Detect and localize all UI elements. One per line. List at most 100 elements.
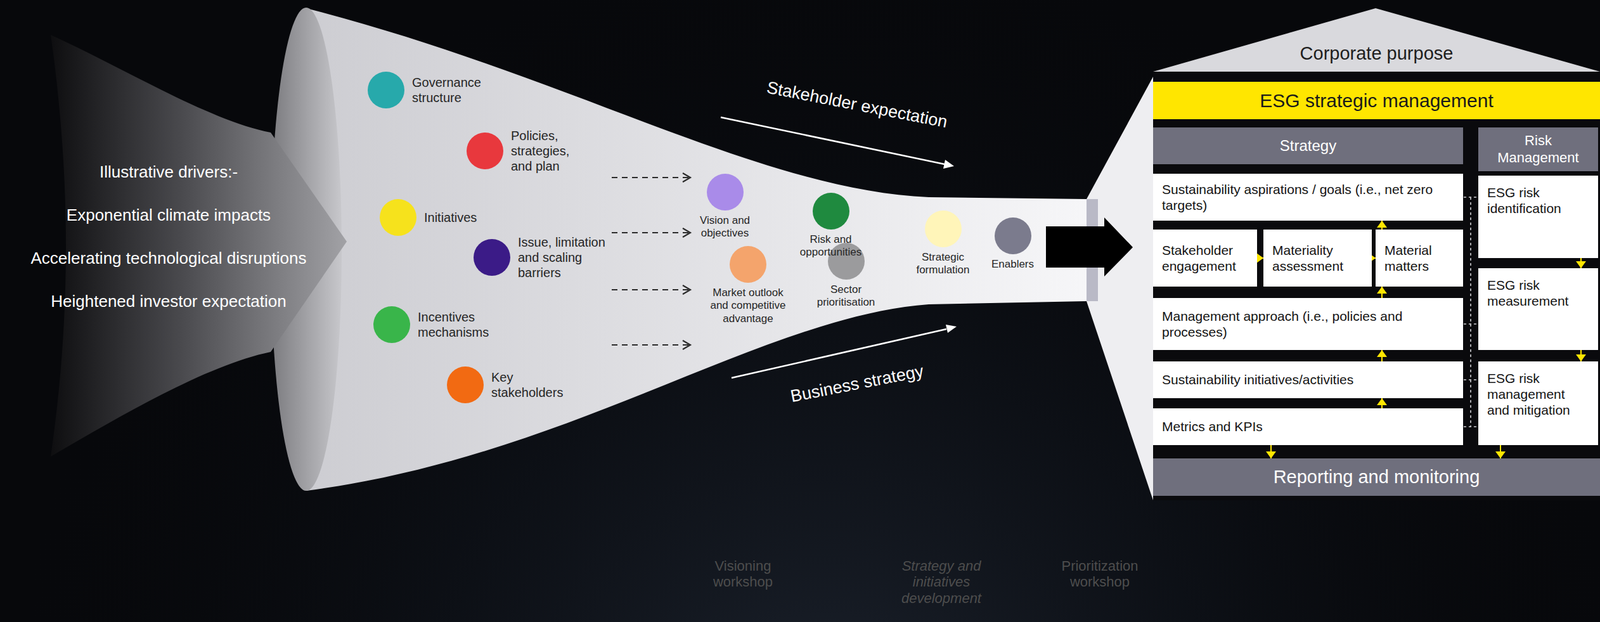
- topic-circle: [446, 366, 484, 404]
- funnel-flare: [1086, 76, 1154, 501]
- label-text: Visioning workshop: [695, 557, 791, 591]
- label-text: Risk Management: [1487, 132, 1590, 167]
- text-group: Policies, strategies, and plan: [510, 128, 582, 174]
- label-text: Stakeholder expectation: [749, 74, 965, 136]
- topic-node: Policies, strategies, and plan: [466, 128, 582, 174]
- label-text: Risk and opportunities: [794, 233, 868, 260]
- label-box: Visioning workshop: [695, 557, 791, 591]
- risk-box: ESG risk identification: [1478, 175, 1599, 259]
- risk-box: ESG risk management and mitigation: [1478, 361, 1599, 446]
- column-header: Risk Management: [1478, 127, 1599, 172]
- label-text: Reporting and monitoring: [1273, 465, 1481, 489]
- text-group: Strategic formulation: [909, 251, 977, 278]
- label-text: Sustainability initiatives/activities: [1161, 371, 1354, 388]
- label-text: Incentives mechanisms: [417, 309, 499, 340]
- flow-arrow: [1265, 445, 1277, 459]
- topic-node: Incentives mechanisms: [373, 306, 499, 343]
- text-group: Initiatives: [424, 209, 513, 226]
- label-box: Business strategy: [749, 353, 965, 414]
- topic-circle: [924, 210, 962, 248]
- arrow-head: [1376, 220, 1388, 228]
- chevron-head: [682, 173, 691, 182]
- flow-arrow: [1376, 349, 1388, 362]
- dashed-line: [611, 176, 689, 179]
- topic-circle: [812, 192, 850, 230]
- process-box: Metrics and KPIs: [1153, 408, 1464, 446]
- text-group: Sector prioritisation: [809, 283, 883, 310]
- topic-circle: [367, 71, 405, 109]
- footer-band: Reporting and monitoring: [1153, 458, 1600, 496]
- dashed-arrows: [611, 173, 691, 350]
- arrow-head: [1575, 354, 1587, 362]
- label-box: Heightened investor expectation: [3, 292, 334, 312]
- arrow-head: [1376, 349, 1388, 357]
- bracket-tick: [1463, 323, 1479, 325]
- label-text: Vision and objectives: [691, 214, 759, 241]
- label-box: Accelerating technological disruptions: [3, 249, 334, 269]
- text-group: Key stakeholders: [491, 369, 575, 400]
- label-text: Metrics and KPIs: [1161, 418, 1263, 435]
- topic-circle: [379, 199, 417, 236]
- label-text: Strategic formulation: [909, 251, 977, 278]
- label-text: Corporate purpose: [1300, 43, 1454, 65]
- label-text: Governance structure: [412, 74, 492, 106]
- flow-arrow: [1376, 398, 1388, 409]
- label-text: Prioritization workshop: [1039, 557, 1161, 591]
- chevron-head: [682, 228, 691, 238]
- label-text: ESG risk management and mitigation: [1487, 370, 1590, 419]
- trend-head: [945, 324, 957, 333]
- dashed-line: [611, 289, 689, 291]
- text-group: Enablers: [982, 258, 1043, 271]
- topic-circle: [994, 217, 1032, 255]
- topic-node: Governance structure: [367, 71, 492, 109]
- chevron-head: [682, 340, 691, 350]
- flow-arrow: [1575, 258, 1587, 269]
- arrow-head: [1495, 451, 1506, 459]
- label-text: Market outlook and competitive advantage: [703, 286, 793, 326]
- topic-circle: [729, 245, 767, 283]
- flow-arrow: [1376, 286, 1388, 298]
- label-text: Initiatives: [424, 209, 513, 226]
- label-box: Prioritization workshop: [1039, 557, 1161, 591]
- process-box: Sustainability aspirations / goals (i.e.…: [1153, 173, 1464, 221]
- topic-node: Key stakeholders: [446, 366, 575, 404]
- risk-box: ESG risk measurement: [1478, 268, 1599, 350]
- topic-circle: [373, 306, 411, 343]
- text-group: Issue, limitation and scaling barriers: [517, 234, 625, 281]
- chevron-head: [682, 285, 691, 295]
- label-text: Strategy and initiatives development: [877, 557, 1005, 607]
- topic-node: Market outlook and competitive advantage: [703, 245, 793, 326]
- arrow-head: [1575, 261, 1587, 269]
- dashed-line: [611, 344, 689, 346]
- arrow-head: [1376, 286, 1388, 294]
- label-text: Enablers: [982, 258, 1043, 271]
- bracket-line: [1470, 197, 1472, 427]
- text-group: Governance structure: [412, 74, 492, 106]
- process-box: Stakeholder engagement: [1153, 229, 1258, 287]
- label-text: Strategy: [1279, 136, 1337, 156]
- arrow-head: [1265, 451, 1277, 459]
- arrow-head: [1256, 252, 1264, 264]
- topic-circle: [473, 238, 511, 276]
- label-text: Material matters: [1384, 242, 1455, 274]
- topic-node: Vision and objectives: [691, 173, 759, 241]
- topic-node: Enablers: [982, 217, 1043, 271]
- label-box: Illustrative drivers:-: [3, 162, 334, 182]
- label-box: Strategy and initiatives development: [877, 557, 1005, 607]
- bracket-lines: [1463, 197, 1479, 427]
- funnel-cone: [306, 8, 1087, 491]
- label-text: Sustainability aspirations / goals (i.e.…: [1161, 181, 1455, 213]
- process-box: Materiality assessment: [1263, 229, 1372, 287]
- trend-head: [943, 159, 955, 169]
- bracket-tick: [1463, 379, 1479, 381]
- process-box: Sustainability initiatives/activities: [1153, 361, 1464, 399]
- bracket-tick: [1463, 425, 1479, 428]
- topic-node: Risk and opportunities: [794, 192, 868, 260]
- topic-node: Initiatives: [379, 199, 513, 236]
- title-band: ESG strategic management: [1153, 81, 1600, 120]
- topic-node: Strategic formulation: [909, 210, 977, 278]
- topic-circle: [706, 173, 744, 211]
